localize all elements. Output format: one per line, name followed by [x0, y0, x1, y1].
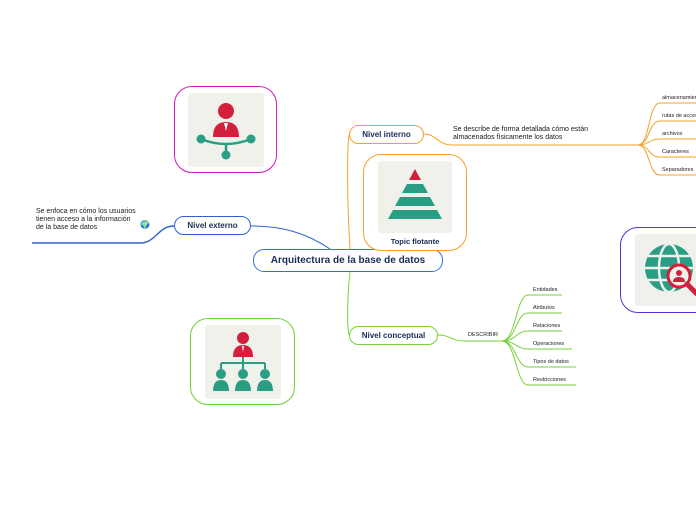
leaf-conceptual-2[interactable]: Atributos	[533, 305, 555, 311]
topic-nivel-interno[interactable]: Nivel interno	[349, 125, 424, 144]
floating-topic-label: Topic flotante	[390, 237, 440, 246]
image-card-hierarchy[interactable]	[190, 318, 295, 405]
leaf-conceptual-6[interactable]: Restricciones	[533, 377, 567, 383]
leaf-interno-4[interactable]: Caracteres	[662, 149, 689, 155]
connector-interno-note	[423, 133, 638, 146]
globe-icon: 🌍	[140, 220, 150, 229]
leaf-interno-3[interactable]: archivos	[662, 131, 683, 137]
floating-topic-card[interactable]: Topic flotante	[363, 154, 467, 251]
leaf-conceptual-5[interactable]: Tipos de datos	[533, 359, 569, 365]
image-card-user-network[interactable]	[174, 86, 277, 173]
connector-interno-leaves	[637, 102, 696, 176]
connector-central-conceptual	[347, 271, 351, 336]
leaf-conceptual-4[interactable]: Operaciones	[533, 341, 565, 347]
connector-externo-note	[32, 225, 175, 244]
topic-nivel-externo-label: Nivel externo	[187, 221, 238, 230]
globe-search-icon	[645, 242, 696, 297]
topic-nivel-conceptual[interactable]: Nivel conceptual	[349, 326, 438, 345]
topic-nivel-externo[interactable]: Nivel externo	[174, 216, 251, 235]
leaf-interno-1[interactable]: almacenamiento	[662, 95, 696, 101]
pyramid-icon	[388, 169, 442, 219]
central-topic[interactable]: Arquitectura de la base de datos	[253, 249, 443, 272]
leaf-interno-5[interactable]: Separadores	[662, 167, 694, 173]
topic-nivel-interno-label: Nivel interno	[362, 130, 411, 139]
note-nivel-externo[interactable]: Se enfoca en cómo los usuarios tienen ac…	[36, 208, 136, 231]
connector-conceptual-describir	[437, 334, 502, 342]
image-card-globe-search[interactable]	[620, 227, 696, 313]
hierarchy-users-icon	[212, 331, 273, 391]
label-describir[interactable]: DESCRIBIR	[468, 332, 498, 338]
note-nivel-interno[interactable]: Se describe de forma detallada cómo está…	[453, 126, 589, 141]
connector-central-interno	[347, 134, 351, 250]
topic-nivel-conceptual-label: Nivel conceptual	[361, 331, 426, 340]
connector-conceptual-leaves	[501, 294, 576, 386]
central-topic-label: Arquitectura de la base de datos	[270, 255, 426, 266]
user-network-icon	[196, 102, 255, 159]
leaf-interno-2[interactable]: rutas de acceso	[662, 113, 696, 119]
leaf-conceptual-3[interactable]: Relaciones	[533, 323, 561, 329]
connector-central-externo	[250, 225, 331, 250]
leaf-conceptual-1[interactable]: Entidades	[533, 287, 558, 293]
